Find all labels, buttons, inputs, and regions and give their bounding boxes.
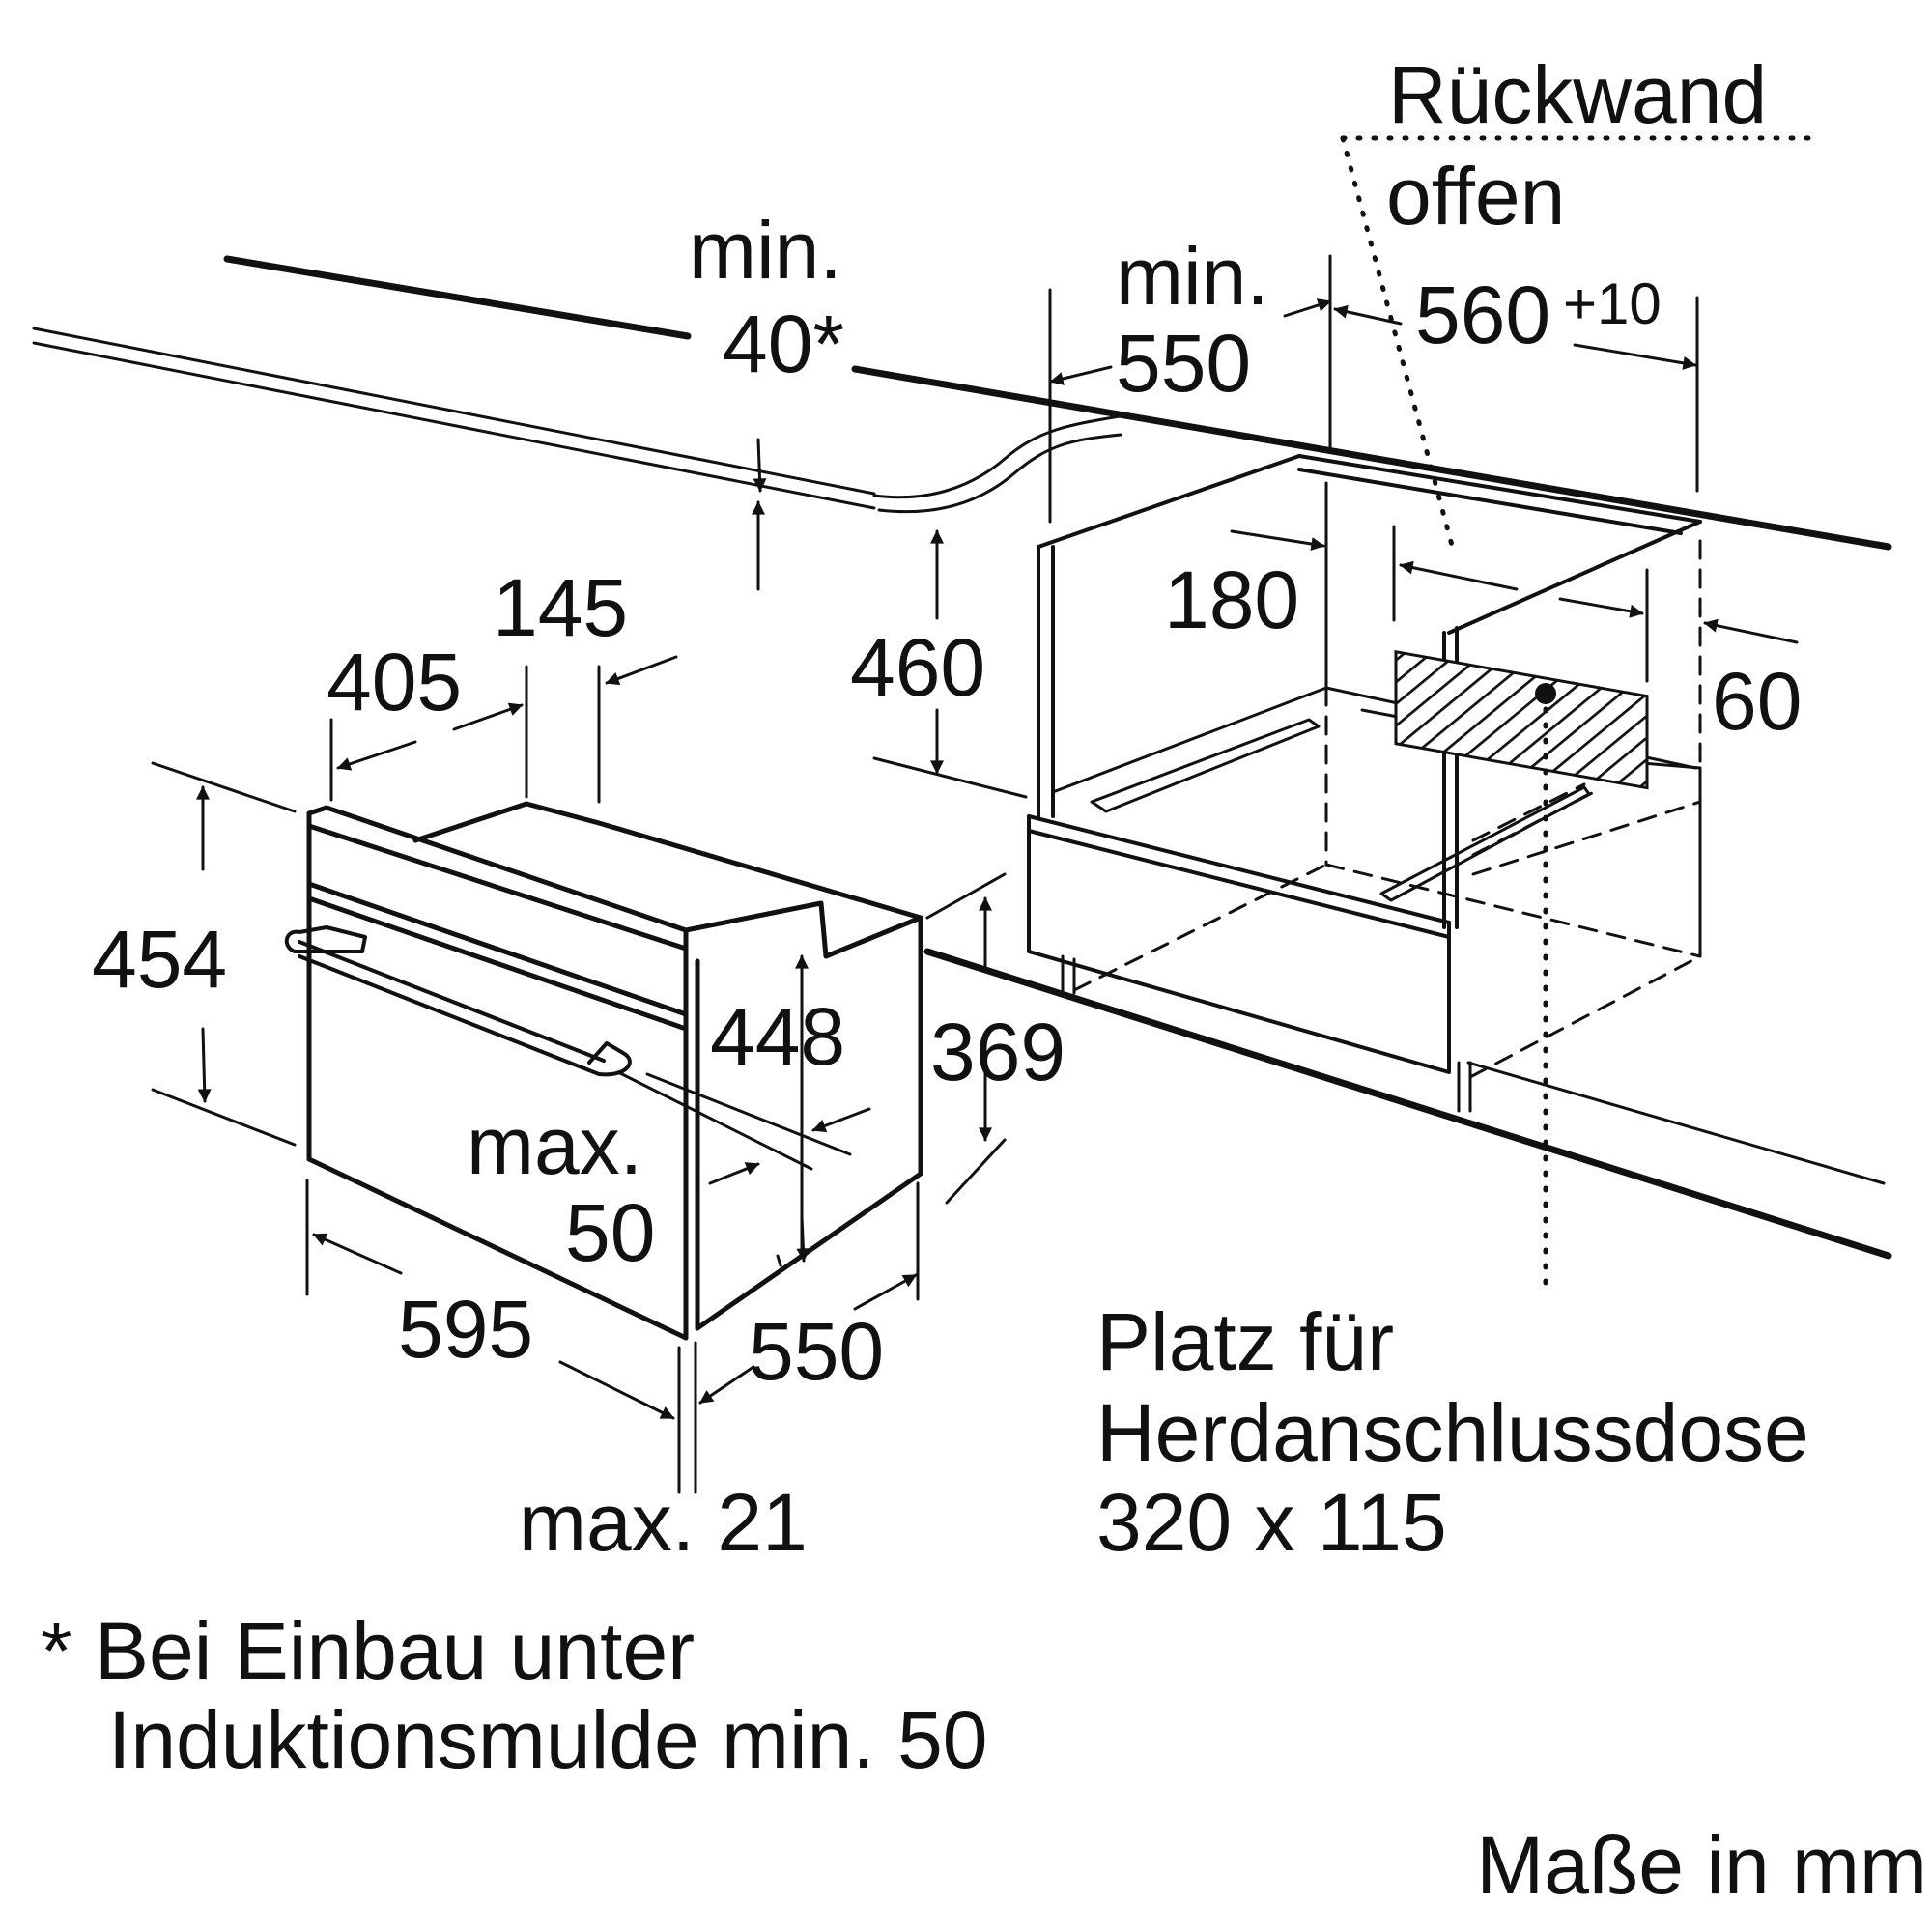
label-max-21: max. 21	[519, 1477, 808, 1568]
label-units: Maße in mm	[1476, 1820, 1927, 1911]
label-595: 595	[398, 1284, 533, 1375]
footnote-line2: Induktionsmulde min. 50	[108, 1694, 988, 1785]
socket-outlet-area	[1394, 650, 1649, 790]
label-rueckwand: Rückwand	[1388, 49, 1767, 140]
label-454: 454	[92, 914, 227, 1005]
label-cabinet-depth-tolerance: +10	[1563, 271, 1662, 336]
dimension-arrows	[196, 298, 1799, 1420]
label-platz-line3: 320 x 115	[1096, 1477, 1447, 1568]
label-platz-line2: Herdanschlussdose	[1096, 1387, 1809, 1478]
label-platz-line1: Platz für	[1096, 1296, 1394, 1387]
worktop-cutout-curve-inner	[877, 433, 1122, 514]
label-60: 60	[1712, 656, 1802, 747]
label-min-top: min.	[689, 205, 842, 296]
label-max-50: 50	[565, 1187, 655, 1278]
label-550-appliance: 550	[749, 1306, 884, 1397]
cabinet-niche	[923, 454, 1892, 1260]
label-min-cabinet-value: 550	[1116, 318, 1251, 409]
witness-lines	[151, 254, 1699, 1494]
label-offen: offen	[1386, 151, 1565, 242]
label-369: 369	[930, 1007, 1065, 1097]
footnote-line1: * Bei Einbau unter	[41, 1605, 695, 1696]
label-min-top-value: 40*	[723, 298, 844, 389]
oven-appliance	[284, 801, 923, 1341]
label-460: 460	[850, 622, 985, 713]
back-wall-dotted-diagonal	[1340, 135, 1457, 555]
dimension-labels: Rückwand offen min. 40* min. 550 560 +10…	[41, 49, 1927, 1911]
worktop	[32, 255, 1892, 551]
label-405: 405	[327, 637, 462, 727]
label-min-cabinet: min.	[1116, 231, 1269, 322]
label-cabinet-depth: 560	[1415, 270, 1550, 360]
label-448: 448	[710, 991, 845, 1082]
label-145: 145	[493, 562, 628, 653]
label-max: max.	[467, 1100, 642, 1191]
worktop-cutout-curve	[872, 413, 1127, 499]
label-180: 180	[1164, 554, 1299, 645]
